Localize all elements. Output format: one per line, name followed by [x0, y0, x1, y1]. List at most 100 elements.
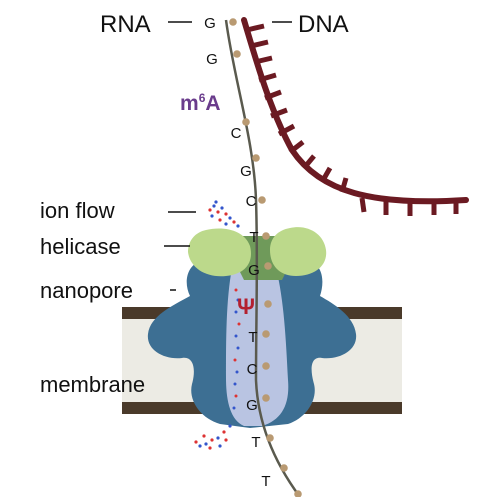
base-unit: T	[251, 434, 274, 451]
ion-dots-top	[208, 200, 240, 228]
dna-tick	[319, 166, 333, 184]
base-unit: C	[247, 361, 270, 378]
ion-dot	[224, 222, 228, 226]
dna-tick	[288, 140, 305, 154]
base-letter: G	[204, 15, 216, 32]
ion-dot	[202, 434, 206, 438]
ion-dot	[222, 430, 226, 434]
base-unit: G	[248, 262, 272, 279]
ion-dot	[232, 220, 236, 224]
base-unit: T	[249, 229, 270, 246]
dna-ticks	[246, 23, 459, 216]
base-unit: T	[261, 464, 288, 490]
base-bead	[294, 490, 302, 497]
ion-dots-channel	[232, 288, 241, 410]
base-bead	[242, 118, 250, 126]
base-bead	[262, 394, 270, 402]
base-letter: G	[246, 397, 258, 414]
ion-dot	[198, 444, 202, 448]
base-letter: C	[246, 193, 257, 210]
ion-dot	[224, 438, 228, 442]
ion-dot	[228, 216, 232, 220]
ion-dot	[233, 358, 237, 362]
dna-label: DNA	[298, 11, 349, 38]
dna-tick	[258, 72, 277, 83]
dna-tick	[339, 177, 349, 193]
dna-strand	[241, 17, 469, 216]
helicase-right-lobe	[270, 227, 327, 276]
base-unit: G	[246, 394, 270, 414]
ion-dot	[232, 406, 236, 410]
base-unit: T	[248, 329, 270, 346]
ion-dot	[224, 212, 228, 216]
base-letter: C	[231, 125, 242, 142]
ion-dot	[218, 218, 222, 222]
ion-dot	[234, 288, 238, 292]
base-letter: T	[251, 434, 260, 451]
dna-tick	[270, 107, 288, 119]
ion-dot	[228, 424, 232, 428]
membrane-label: membrane	[40, 372, 145, 397]
base-bead	[229, 18, 237, 26]
ion-dot	[214, 200, 218, 204]
ion-dot	[216, 436, 220, 440]
base-bead	[266, 434, 274, 442]
base-letter: G	[206, 51, 218, 68]
base-unit: C	[231, 118, 250, 142]
base-bead	[252, 154, 260, 162]
base-letter: C	[247, 361, 258, 378]
ion-dot	[220, 206, 224, 210]
ion-dot	[234, 394, 238, 398]
m6a-marker: m6A	[180, 91, 221, 115]
ion-flow-label: ion flow	[40, 198, 115, 223]
dna-tick	[277, 123, 296, 137]
base-unit: G	[240, 154, 260, 180]
ion-dot	[194, 440, 198, 444]
base-bead	[258, 196, 266, 204]
dna-tick	[302, 154, 316, 170]
ion-dot	[235, 370, 239, 374]
dna-tick	[254, 55, 273, 65]
dna-tick	[264, 89, 282, 101]
ion-dot	[236, 298, 240, 302]
ion-dot	[208, 446, 212, 450]
ion-dot	[237, 322, 241, 326]
ion-dot	[216, 210, 220, 214]
base-bead	[264, 300, 272, 308]
dna-tick	[250, 39, 269, 49]
base-unit: C	[246, 193, 266, 210]
dna-tick	[359, 197, 367, 213]
ion-dots-bottom	[194, 424, 232, 450]
ion-dot	[234, 334, 238, 338]
m6a-label: m6A	[180, 91, 221, 115]
ion-dot	[233, 382, 237, 386]
helicase	[188, 227, 327, 280]
base-bead	[262, 232, 270, 240]
base-unit: G	[206, 50, 241, 68]
base-letter: T	[261, 473, 270, 490]
ion-dot	[236, 224, 240, 228]
helicase-left-lobe	[188, 228, 251, 277]
base-bead	[262, 362, 270, 370]
ion-dot	[210, 214, 214, 218]
base-bead	[264, 262, 272, 270]
ion-dot	[208, 208, 212, 212]
base-bead	[280, 464, 288, 472]
base-bead	[233, 50, 241, 58]
labels: RNA DNA ion flow helicase nanopore membr…	[40, 11, 349, 397]
base-letter: G	[240, 163, 252, 180]
base-letter: T	[248, 329, 257, 346]
nanopore-left-lobe	[147, 262, 250, 428]
nanopore-label: nanopore	[40, 278, 133, 303]
dna-backbone	[241, 17, 469, 205]
ion-flow-dots	[194, 200, 241, 450]
rna-bases: G G C G C T G T	[204, 15, 302, 497]
base-bead	[262, 330, 270, 338]
base-letter: G	[248, 262, 260, 279]
base-unit	[264, 300, 272, 308]
ion-dot	[218, 444, 222, 448]
base-unit: G	[204, 15, 237, 32]
dna-tick	[246, 23, 265, 33]
base-unit	[294, 490, 302, 497]
